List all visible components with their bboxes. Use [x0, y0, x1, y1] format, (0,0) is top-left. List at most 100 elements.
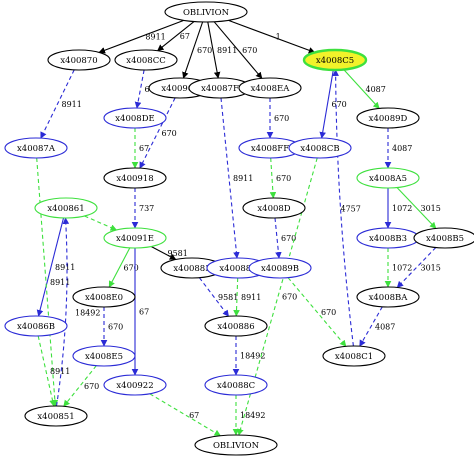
node-ellipse	[72, 345, 136, 367]
edge-label: 1072	[392, 204, 412, 213]
graph-node[interactable]: x400851	[24, 405, 88, 427]
graph-node[interactable]: x4008FF	[238, 137, 302, 159]
node-label: x40087F	[201, 84, 239, 94]
graph-node[interactable]: x4008E5	[72, 345, 136, 367]
node-label: OBLIVION	[213, 441, 260, 451]
edge-OBLIVION_TOP-to-x40087F	[207, 21, 221, 79]
node-ellipse	[103, 374, 167, 396]
node-label: x4008EA	[251, 84, 291, 94]
node-label: x4008CB	[300, 144, 339, 154]
graph-node[interactable]: x4008D	[242, 197, 306, 219]
graph-node[interactable]: x4008EA	[238, 77, 302, 99]
graph-node[interactable]: x4008BA	[356, 286, 420, 308]
node-ellipse	[114, 49, 178, 71]
edge-x4008FF-to-x4008D	[269, 157, 277, 199]
edge-label: 4087	[392, 144, 412, 153]
edge-label: 670	[276, 174, 291, 183]
node-ellipse	[356, 167, 420, 189]
edge-label: 670	[124, 264, 139, 273]
edge-label: 67	[189, 411, 199, 420]
graph-node[interactable]: x40088C	[204, 374, 268, 396]
node-ellipse	[103, 167, 167, 189]
edge-label: 9581	[168, 249, 188, 258]
edge-x4008BA-to-x4008C1	[359, 306, 383, 347]
node-label: x4008C5	[316, 56, 354, 66]
graph-node[interactable]: x4008CB	[288, 137, 352, 159]
node-label: x4008DE	[115, 114, 154, 124]
edge-x4008C5-to-x40089D	[343, 69, 380, 109]
node-label: x40091E	[116, 234, 154, 244]
graph-node[interactable]: x4008DE	[103, 107, 167, 129]
node-ellipse	[34, 197, 98, 219]
node-ellipse	[194, 434, 278, 456]
edge-label: 18492	[240, 411, 265, 420]
graph-node[interactable]: x4008B5	[413, 227, 474, 249]
edge-label: 9581	[218, 293, 238, 302]
edge-label: 670	[281, 234, 296, 243]
graph-node[interactable]: x40087A	[4, 137, 68, 159]
graph-node[interactable]: x40086B	[4, 315, 68, 337]
edge-OBLIVION_TOP-to-x400904	[182, 21, 204, 79]
edge-label: 670	[321, 308, 336, 317]
edge-label: 67	[139, 144, 149, 153]
graph-node[interactable]: x40091E	[103, 227, 167, 249]
edge-x40086B-to-x400851	[37, 335, 56, 407]
graph-node[interactable]: x4008A5	[356, 167, 420, 189]
node-label: x40086B	[17, 322, 55, 332]
edge-label: 18492	[240, 352, 265, 361]
node-label: x40088C	[217, 381, 255, 391]
node-label: x4008A5	[369, 174, 407, 184]
node-label: x4008E0	[85, 293, 123, 303]
graph-node[interactable]: x400922	[103, 374, 167, 396]
edge-label: 670	[282, 293, 297, 302]
node-ellipse	[24, 405, 88, 427]
edge-label: 670	[84, 382, 99, 391]
node-label: x400883	[173, 264, 210, 274]
edge-x400883-to-x400886	[198, 277, 230, 317]
edge-x40087F-to-x400881	[220, 97, 240, 259]
edge-label: 1072	[392, 264, 412, 273]
node-ellipse	[302, 48, 368, 72]
edge-x4008CC-to-x4008DE	[134, 69, 145, 109]
edge-label: 18492	[75, 309, 100, 318]
edge-label: 4757	[341, 205, 361, 214]
node-ellipse	[413, 227, 474, 249]
edge-label: 4087	[366, 85, 386, 94]
node-ellipse	[238, 77, 302, 99]
graph-node[interactable]: x400918	[103, 167, 167, 189]
edge-label: 8911	[145, 32, 165, 41]
edge-x400851-to-x400861	[55, 217, 70, 407]
edge-label: 737	[139, 204, 154, 213]
graph-node[interactable]: x4008CC	[114, 49, 178, 71]
edge-label: 670	[197, 46, 212, 55]
edge-x400870-to-x40087A	[40, 69, 75, 139]
node-ellipse	[47, 49, 111, 71]
edge-label: 670	[274, 114, 289, 123]
node-ellipse	[356, 107, 420, 129]
node-label: x4008E5	[85, 352, 123, 362]
graph-node[interactable]: OBLIVION	[164, 1, 248, 23]
graph-node[interactable]: x4008C5	[302, 48, 368, 72]
graph-node[interactable]: x400870	[47, 49, 111, 71]
node-ellipse	[204, 374, 268, 396]
graph-node[interactable]: x4008B3	[356, 227, 420, 249]
edge-x40091E-to-x400883	[150, 246, 177, 260]
graph-node[interactable]: x4008E0	[72, 286, 136, 308]
node-label: x400870	[60, 56, 97, 66]
graph-node[interactable]: x40089D	[356, 107, 420, 129]
node-label: x4008BA	[369, 293, 409, 303]
node-label: x400922	[116, 381, 153, 391]
graph-node[interactable]: x40089B	[248, 257, 312, 279]
node-ellipse	[242, 197, 306, 219]
graph-node[interactable]: OBLIVION	[194, 434, 278, 456]
node-label: x4008D	[257, 204, 290, 214]
edge-label: 8911	[50, 367, 70, 376]
edge-label: 670	[242, 46, 257, 55]
graph-node[interactable]: x4008C1	[322, 345, 386, 367]
node-ellipse	[4, 137, 68, 159]
graph-node[interactable]: x400861	[34, 197, 98, 219]
edge-OBLIVION_TOP-to-x400870	[98, 19, 184, 54]
graph-node[interactable]: x400886	[204, 315, 268, 337]
